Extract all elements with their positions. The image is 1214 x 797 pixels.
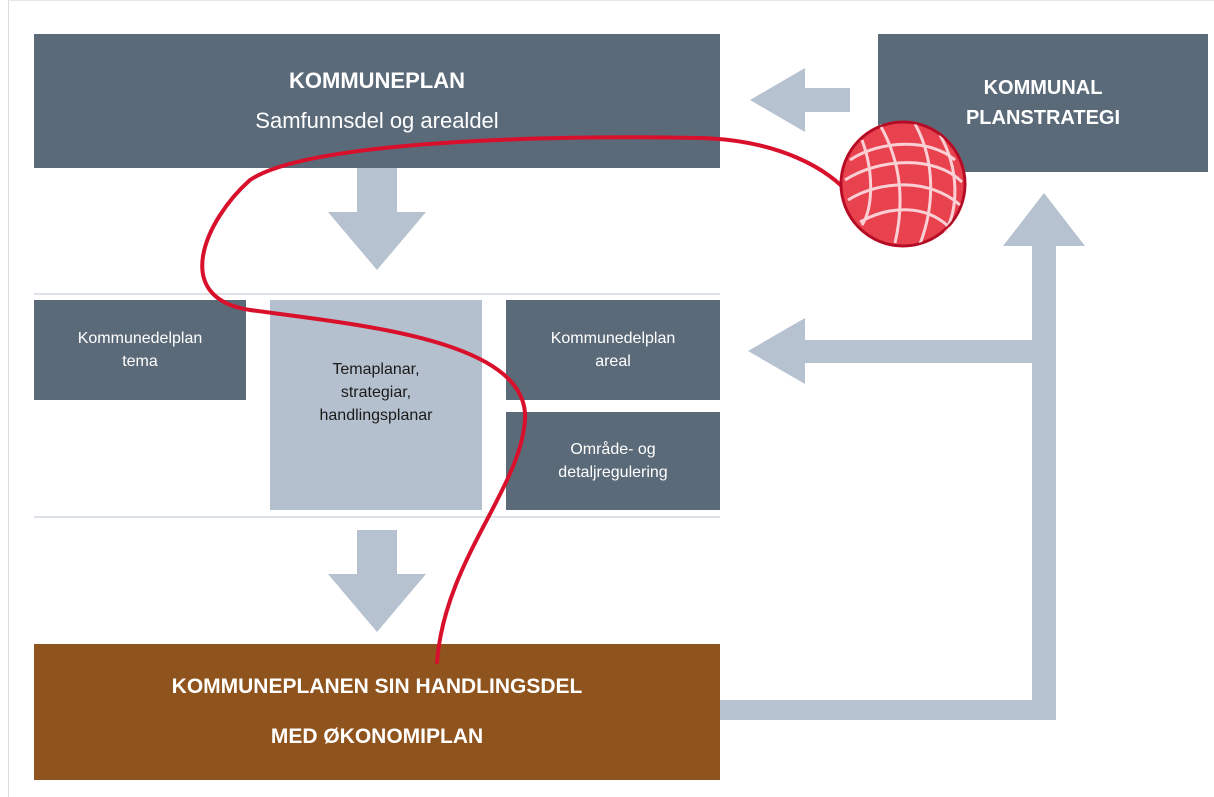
separator-line-bottom (34, 516, 720, 518)
kdp-tema-box: Kommunedelplan tema (34, 300, 246, 400)
regulering-box: Område- og detaljregulering (506, 412, 720, 510)
temaplanar-box: Temaplanar, strategiar, handlingsplanar (270, 300, 482, 510)
handlingsdel-line1: KOMMUNEPLANEN SIN HANDLINGSDEL (171, 675, 583, 698)
kdp-areal-box: Kommunedelplan areal (506, 300, 720, 400)
regulering-line1: Område- og (570, 441, 656, 458)
handlingsdel-box: KOMMUNEPLANEN SIN HANDLINGSDEL MED ØKONO… (34, 644, 720, 780)
diagram-frame (8, 0, 1214, 797)
kommuneplan-subtitle: Samfunnsdel og arealdel (255, 108, 499, 133)
yarn-ball-icon (839, 120, 967, 248)
arrow-down-top (328, 168, 426, 270)
temaplanar-line1: Temaplanar, (332, 361, 420, 378)
kdp-tema-line1: Kommunedelplan (77, 330, 203, 347)
planstrategi-line1: KOMMUNAL (983, 77, 1103, 99)
handlingsdel-line2: MED ØKONOMIPLAN (270, 725, 484, 748)
arrow-down-bottom (328, 530, 426, 632)
red-thread (200, 135, 852, 664)
separator-line-top (34, 293, 720, 295)
planstrategi-line2: PLANSTRATEGI (965, 107, 1121, 129)
regulering-line2: detaljregulering (558, 464, 668, 481)
kommuneplan-title: KOMMUNEPLAN (289, 68, 465, 93)
temaplanar-line3: handlingsplanar (319, 407, 433, 424)
kommuneplan-box: KOMMUNEPLAN Samfunnsdel og arealdel (34, 34, 720, 168)
arrow-left-top (750, 68, 850, 132)
temaplanar-line2: strategiar, (340, 384, 412, 401)
kdp-tema-line2: tema (122, 353, 158, 370)
kdp-areal-line2: areal (595, 353, 631, 370)
kdp-areal-line1: Kommunedelplan (550, 330, 676, 347)
arrow-feedback-loop (720, 193, 1085, 720)
arrow-left-middle (748, 318, 1032, 384)
